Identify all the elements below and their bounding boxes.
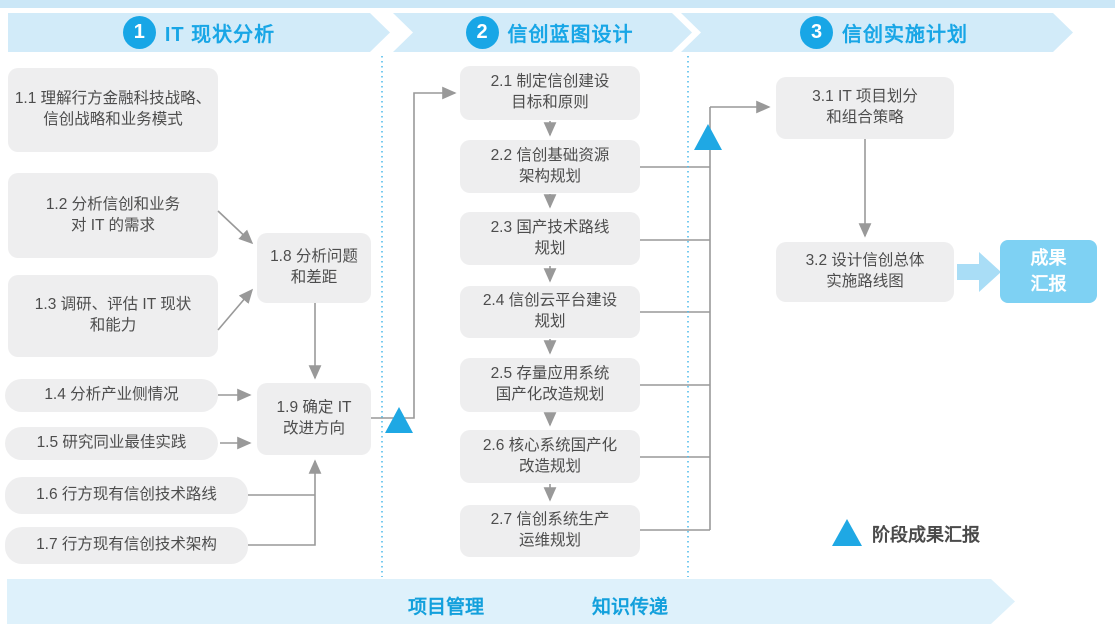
milestone-triangle-phase1 — [385, 407, 413, 433]
task-box-3-2: 3.2 设计信创总体 实施路线图 — [776, 242, 954, 302]
task-2-5-line1: 2.5 存量应用系统 — [490, 365, 610, 383]
phase2-number-badge: 2 — [466, 16, 499, 49]
task-3-2-line1: 3.2 设计信创总体 — [805, 252, 925, 270]
task-2-2-line2: 架构规划 — [518, 167, 581, 185]
task-1-8-line1: 1.8 分析问题 — [270, 248, 358, 266]
task-box-1-4: 1.4 分析产业侧情况 — [5, 379, 218, 412]
connector-1-3-to-1-8 — [217, 288, 254, 331]
footer-label-knowledge-transfer: 知识传递 — [592, 597, 669, 618]
task-2-7-line1: 2.7 信创系统生产 — [490, 511, 610, 529]
task-1-1-line1: 1.1 理解行方金融科技战略、 — [14, 90, 212, 108]
task-2-2-line1: 2.2 信创基础资源 — [490, 146, 610, 164]
task-2-6-line2: 改造规划 — [518, 457, 581, 475]
task-box-1-9: 1.9 确定 IT 改进方向 — [257, 383, 371, 455]
phase3-banner: 3 信创实施计划 — [681, 13, 1073, 52]
milestone-triangle-phase2 — [694, 124, 722, 150]
phase1-title: IT 现状分析 — [164, 24, 276, 46]
connector-1-9-to-2-1 — [371, 86, 457, 419]
footer-banner — [7, 579, 1015, 624]
task-box-1-5: 1.5 研究同业最佳实践 — [5, 427, 218, 460]
task-box-1-2: 1.2 分析信创和业务 对 IT 的需求 — [8, 173, 218, 258]
connector-phase2-collector — [640, 107, 711, 531]
task-1-9-line1: 1.9 确定 IT — [276, 399, 352, 417]
task-3-2-line2: 实施路线图 — [826, 273, 904, 290]
task-box-2-3: 2.3 国产技术路线 规划 — [460, 212, 640, 265]
phase1-number-badge: 1 — [123, 16, 156, 49]
task-1-6-line1: 1.6 行方现有信创技术路线 — [36, 486, 217, 504]
task-box-2-2: 2.2 信创基础资源 架构规划 — [460, 140, 640, 193]
task-2-7-line2: 运维规划 — [518, 532, 581, 549]
task-2-1-line1: 2.1 制定信创建设 — [490, 73, 610, 91]
result-box-line1: 成果 — [1030, 248, 1067, 269]
top-accent-strip — [0, 0, 1115, 8]
task-2-1-line2: 目标和原则 — [511, 94, 589, 111]
task-2-3-line1: 2.3 国产技术路线 — [490, 218, 610, 236]
footer-label-project-management: 项目管理 — [408, 597, 485, 618]
task-1-9-line2: 改进方向 — [282, 420, 345, 437]
task-box-2-7: 2.7 信创系统生产 运维规划 — [460, 505, 640, 557]
task-1-1-line2: 信创战略和业务模式 — [43, 111, 183, 128]
task-box-2-1: 2.1 制定信创建设 目标和原则 — [460, 66, 640, 120]
task-box-1-8: 1.8 分析问题 和差距 — [257, 233, 371, 303]
result-box-line2: 汇报 — [1030, 273, 1067, 294]
task-2-5-line2: 国产化改造规划 — [495, 386, 605, 403]
task-2-4-line1: 2.4 信创云平台建设 — [482, 292, 618, 310]
task-1-8-line2: 和差距 — [290, 269, 338, 286]
task-box-3-1: 3.1 IT 项目划分 和组合策略 — [776, 77, 954, 139]
task-box-2-5: 2.5 存量应用系统 国产化改造规划 — [460, 358, 640, 412]
task-box-1-3: 1.3 调研、评估 IT 现状 和能力 — [8, 275, 218, 357]
task-box-1-1: 1.1 理解行方金融科技战略、 信创战略和业务模式 — [8, 68, 218, 152]
task-2-3-line2: 规划 — [534, 239, 566, 257]
phase2-banner: 2 信创蓝图设计 — [393, 13, 692, 52]
phase1-banner: 1 IT 现状分析 — [8, 13, 390, 52]
connector-1-7-to-1-9 — [248, 459, 322, 546]
output-block-arrow — [957, 252, 1001, 292]
task-1-3-line1: 1.3 调研、评估 IT 现状 — [34, 296, 192, 314]
task-2-4-line2: 规划 — [534, 313, 566, 330]
task-1-2-line2: 对 IT 的需求 — [70, 216, 156, 234]
task-box-1-7: 1.7 行方现有信创技术架构 — [5, 527, 248, 564]
phase3-number-badge: 3 — [800, 16, 833, 49]
result-box: 成果 汇报 — [1000, 240, 1097, 303]
phase3-title: 信创实施计划 — [842, 24, 968, 46]
task-1-2-line1: 1.2 分析信创和业务 — [45, 195, 181, 213]
task-1-3-line2: 和能力 — [89, 317, 137, 334]
task-3-1-line1: 3.1 IT 项目划分 — [812, 88, 918, 106]
connector-1-2-to-1-8 — [217, 210, 254, 245]
task-box-2-4: 2.4 信创云平台建设 规划 — [460, 286, 640, 338]
task-2-6-line1: 2.6 核心系统国产化 — [482, 436, 618, 454]
task-1-7-line1: 1.7 行方现有信创技术架构 — [36, 536, 217, 554]
legend-triangle-icon — [832, 519, 862, 546]
legend-label: 阶段成果汇报 — [872, 525, 980, 545]
task-box-1-6: 1.6 行方现有信创技术路线 — [5, 477, 248, 514]
task-1-4-line1: 1.4 分析产业侧情况 — [44, 386, 179, 404]
task-3-1-line2: 和组合策略 — [826, 109, 904, 126]
phase2-title: 信创蓝图设计 — [507, 24, 634, 46]
task-1-5-line1: 1.5 研究同业最佳实践 — [36, 434, 187, 452]
task-box-2-6: 2.6 核心系统国产化 改造规划 — [460, 430, 640, 483]
